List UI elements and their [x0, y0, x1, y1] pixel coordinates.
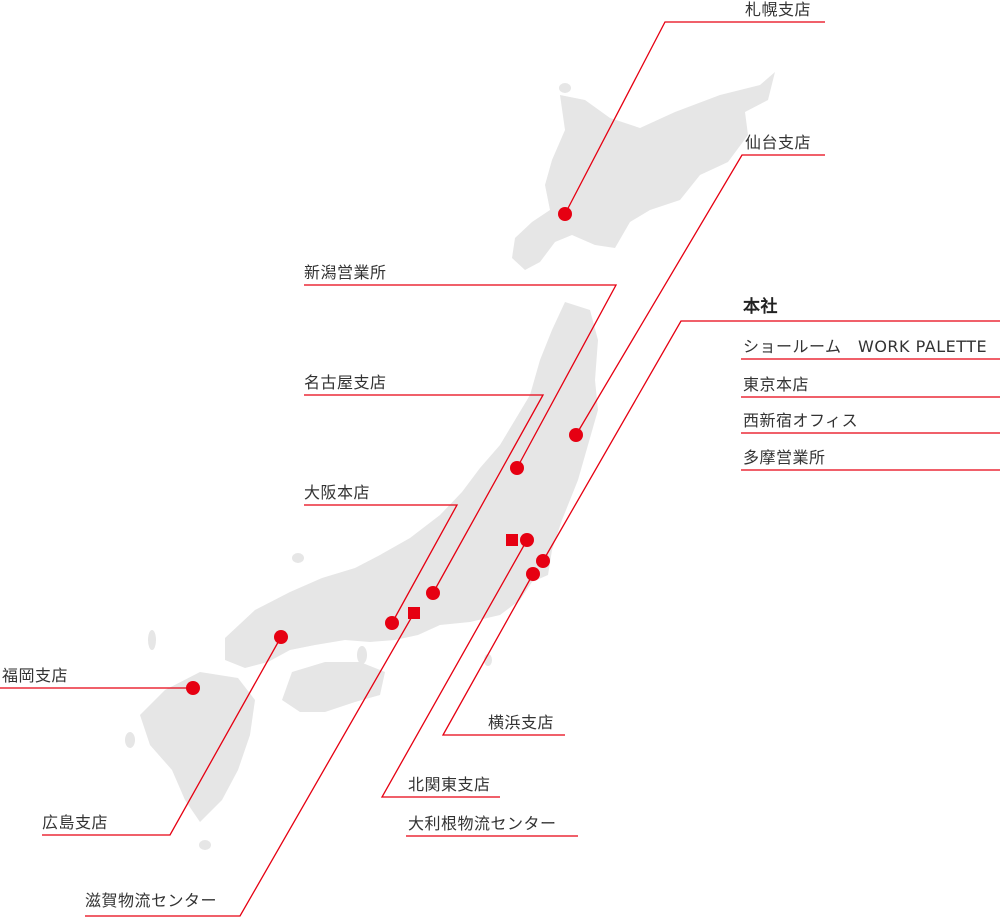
marker-otone-square[interactable]	[506, 534, 518, 546]
land-tsushima-island	[148, 630, 156, 650]
label-nagoya[interactable]: 名古屋支店	[304, 373, 387, 392]
line-niigata	[304, 284, 618, 469]
line-nagoya	[304, 394, 545, 594]
marker-yokohama[interactable]	[526, 567, 540, 581]
land-masses	[125, 72, 775, 850]
marker-sendai[interactable]	[569, 428, 583, 442]
label-fukuoka[interactable]: 福岡支店	[2, 666, 69, 685]
marker-nagoya[interactable]	[426, 586, 440, 600]
land-oki-island	[292, 553, 304, 563]
line-shiga	[85, 612, 415, 917]
line-osaka	[304, 504, 459, 624]
land-shikoku	[282, 662, 385, 712]
land-hokkaido	[512, 72, 775, 270]
land-goto-island	[125, 732, 135, 748]
land-yakushima-island	[199, 840, 211, 850]
marker-shiga-square[interactable]	[408, 607, 420, 619]
label-hq-tokyo[interactable]: 東京本店	[743, 375, 810, 394]
land-awaji-island	[357, 646, 367, 664]
line-sendai	[575, 154, 825, 436]
label-shiga[interactable]: 滋賀物流センター	[85, 891, 218, 910]
label-osaka[interactable]: 大阪本店	[304, 483, 371, 502]
marker-hiroshima[interactable]	[274, 630, 288, 644]
office-markers	[186, 207, 583, 695]
label-niigata[interactable]: 新潟営業所	[304, 263, 387, 282]
label-kitakanto[interactable]: 北関東支店	[408, 775, 491, 794]
line-kitakanto	[380, 539, 528, 798]
land-honshu	[225, 302, 598, 668]
label-otone[interactable]: 大利根物流センター	[408, 814, 557, 833]
leader-lines	[0, 21, 1000, 917]
label-sendai[interactable]: 仙台支店	[745, 133, 812, 152]
land-rishiri-island	[559, 83, 571, 93]
line-hq	[542, 320, 1000, 562]
label-hiroshima[interactable]: 広島支店	[42, 813, 109, 832]
label-hq-tama[interactable]: 多摩営業所	[743, 448, 826, 467]
marker-osaka[interactable]	[385, 616, 399, 630]
marker-fukuoka[interactable]	[186, 681, 200, 695]
line-yokohama	[441, 573, 565, 736]
line-sapporo	[564, 21, 825, 215]
marker-niigata[interactable]	[510, 461, 524, 475]
label-hq-showroom[interactable]: ショールーム WORK PALETTE	[743, 337, 988, 356]
line-hiroshima	[42, 636, 282, 836]
label-yokohama[interactable]: 横浜支店	[488, 713, 555, 732]
marker-tokyo[interactable]	[536, 554, 550, 568]
marker-kitakanto[interactable]	[520, 533, 534, 547]
label-hq-nishishinjuku[interactable]: 西新宿オフィス	[743, 411, 859, 430]
marker-sapporo[interactable]	[558, 207, 572, 221]
land-kyushu	[140, 672, 255, 822]
label-sapporo[interactable]: 札幌支店	[745, 0, 812, 19]
label-headquarters[interactable]: 本社	[743, 297, 778, 317]
